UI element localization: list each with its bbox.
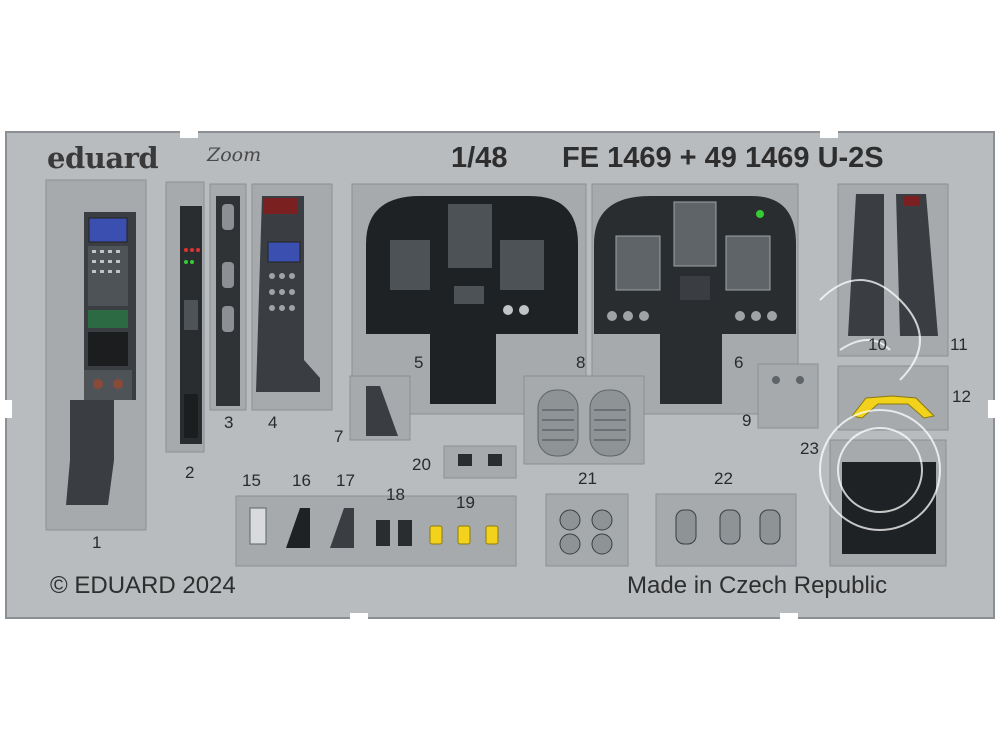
part-4-console-panel — [251, 183, 333, 411]
part-20-small-parts — [443, 445, 517, 479]
part-number-label: 19 — [456, 493, 475, 512]
zoom-logo: Zoom — [207, 144, 262, 166]
part-number-label: 8 — [576, 353, 586, 372]
part-22-brackets — [655, 493, 797, 567]
brand-logo: eduard — [47, 141, 159, 175]
made-in-label: Made in Czech Republic — [627, 572, 888, 599]
watermark-logo — [819, 279, 941, 531]
part-number-label: 4 — [268, 413, 278, 432]
part-number-label: 11 — [950, 335, 968, 354]
part-15-19-row — [235, 495, 517, 567]
part-number-label: 7 — [334, 427, 344, 446]
part-number-label: 17 — [336, 471, 355, 490]
part-number-label: 1 — [92, 533, 102, 552]
part-number-label: 6 — [734, 353, 744, 372]
part-number-label: 22 — [714, 469, 733, 488]
part-number-label: 23 — [800, 439, 819, 458]
part-number-label: 3 — [224, 413, 234, 432]
part-2-side-panel — [165, 181, 205, 453]
set-title: FE 1469 + 49 1469 U-2S — [562, 142, 884, 174]
part-number-label: 20 — [412, 455, 431, 474]
copyright-notice: © EDUARD 2024 — [50, 572, 236, 599]
part-number-label: 5 — [414, 353, 424, 372]
part-number-label: 9 — [742, 411, 752, 430]
part-1-left-console — [45, 179, 147, 531]
part-number-label: 18 — [386, 485, 405, 504]
part-21-wheels — [545, 493, 629, 567]
part-number-label: 2 — [185, 463, 195, 482]
part-number-label: 10 — [868, 335, 887, 354]
part-number-label: 16 — [292, 471, 311, 490]
part-number-label: 21 — [578, 469, 597, 488]
scale-label: 1/48 — [451, 142, 508, 174]
part-8-vents — [523, 375, 645, 465]
part-10-11-side-panels — [837, 183, 949, 357]
part-9-bracket — [757, 363, 819, 429]
part-12-yellow-bracket — [837, 365, 949, 431]
part-3-side-panel — [209, 183, 247, 411]
part-number-label: 12 — [952, 387, 971, 406]
part-23-black-panel — [829, 439, 947, 567]
part-number-label: 15 — [242, 471, 261, 490]
part-7-small-panel — [349, 375, 411, 441]
